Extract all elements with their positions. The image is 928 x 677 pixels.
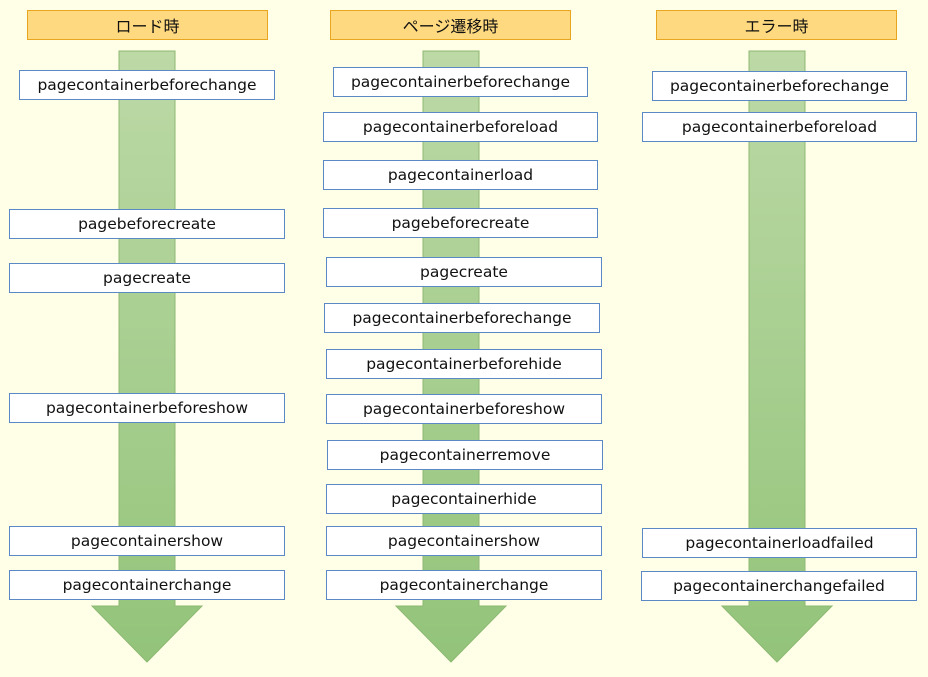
event-box: pagecontainerbeforechange <box>19 70 275 100</box>
event-box: pagecontainerload <box>323 160 598 190</box>
event-box: pagecontainerbeforeload <box>642 112 917 142</box>
flow-arrow-error <box>721 50 834 663</box>
event-box: pagecontainerremove <box>327 440 603 470</box>
event-box: pagecontainerloadfailed <box>642 528 917 558</box>
flow-arrow-load <box>90 50 204 663</box>
header-load: ロード時 <box>27 10 268 40</box>
event-box: pagecontainerchange <box>326 570 602 600</box>
event-box: pagecreate <box>326 257 602 287</box>
event-box: pagecontainershow <box>9 526 285 556</box>
event-box: pagecontainerbeforeshow <box>9 393 285 423</box>
event-box: pagecontainerbeforeload <box>323 112 598 142</box>
header-transition: ページ遷移時 <box>330 10 571 40</box>
event-box: pagecontainerchangefailed <box>641 571 917 601</box>
event-box: pagecontainerbeforechange <box>324 303 600 333</box>
event-box: pagecontainerbeforechange <box>333 67 588 97</box>
event-box: pagecontainerchange <box>9 570 285 600</box>
event-box: pagebeforecreate <box>9 209 285 239</box>
event-box: pagecontainerbeforechange <box>652 71 907 101</box>
event-box: pagecreate <box>9 263 285 293</box>
event-box: pagecontainerbeforeshow <box>326 394 602 424</box>
event-box: pagecontainerbeforehide <box>326 349 602 379</box>
header-error: エラー時 <box>656 10 897 40</box>
event-box: pagecontainerhide <box>326 484 602 514</box>
event-box: pagebeforecreate <box>323 208 598 238</box>
event-box: pagecontainershow <box>326 526 602 556</box>
